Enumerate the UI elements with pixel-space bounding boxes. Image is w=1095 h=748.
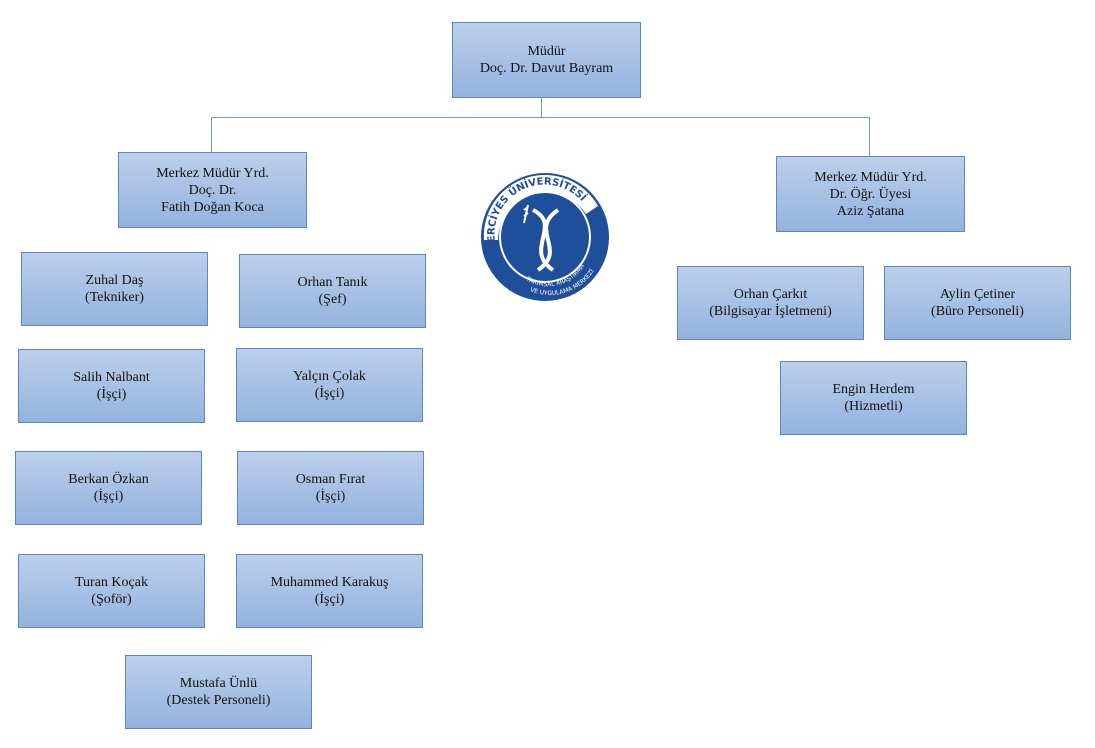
staff-role: (Destek Personeli) [166,693,271,708]
deputy-degree: Dr. Öğr. Üyesi [829,186,912,202]
staff-name: Engin Herdem [832,382,915,397]
deputy-title: Merkez Müdür Yrd. [814,169,927,185]
staff-name: Orhan Çarkıt [733,287,808,302]
staff-box: Salih Nalbant (İşçi) [18,349,205,423]
staff-role: (Şoför) [91,592,132,607]
staff-box: Zuhal Daş (Tekniker) [21,252,208,326]
connector [211,117,870,118]
staff-name: Salih Nalbant [73,370,150,385]
connector [541,98,542,117]
staff-name: Mustafa Ünlü [179,676,258,691]
staff-name: Turan Koçak [75,575,148,590]
logo-band [483,174,598,240]
staff-name: Aylin Çetiner [939,287,1016,302]
staff-box: Berkan Özkan (İşçi) [15,451,202,525]
staff-role: (Hizmetli) [844,399,903,414]
staff-name: Yalçın Çolak [293,369,366,384]
staff-box: Orhan Tanık (Şef) [239,254,426,328]
university-logo: ERCİYES ÜNİVERSİTESİ TARIMSAL ARAŞTIRMA … [481,173,609,301]
staff-role: (İşçi) [93,489,124,504]
deputy-name: Aziz Şatana [836,203,905,219]
staff-name: Zuhal Daş [85,273,144,288]
staff-box: Aylin Çetiner (Büro Personeli) [884,266,1071,340]
deputy-name: Fatih Doğan Koca [161,199,264,215]
staff-box: Turan Koçak (Şoför) [18,554,205,628]
wheat-icon [523,204,529,224]
deputy-title: Merkez Müdür Yrd. [156,165,269,181]
deputy-right-box: Merkez Müdür Yrd. Dr. Öğr. Üyesi Aziz Şa… [776,156,965,232]
staff-role: (Tekniker) [85,290,144,305]
staff-box: Orhan Çarkıt (Bilgisayar İşletmeni) [677,266,864,340]
staff-role: (Bilgisayar İşletmeni) [709,304,832,319]
staff-role: (İşçi) [315,489,346,504]
director-name: Doç. Dr. Davut Bayram [479,61,614,76]
staff-role: (İşçi) [314,386,345,401]
staff-role: (İşçi) [314,592,345,607]
connector [211,117,212,152]
staff-role: (Büro Personeli) [931,304,1024,319]
director-box: Müdür Doç. Dr. Davut Bayram [452,22,641,98]
staff-box: Mustafa Ünlü (Destek Personeli) [125,655,312,729]
director-title: Müdür [527,44,566,59]
connector [869,117,870,156]
staff-name: Berkan Özkan [68,472,149,487]
staff-name: Osman Fırat [295,472,366,487]
staff-box: Osman Fırat (İşçi) [237,451,424,525]
dna-icon [531,208,560,272]
staff-box: Yalçın Çolak (İşçi) [236,348,423,422]
deputy-left-box: Merkez Müdür Yrd. Doç. Dr. Fatih Doğan K… [118,152,307,228]
staff-name: Muhammed Karakuş [270,575,389,590]
staff-role: (Şef) [318,292,347,307]
deputy-degree: Doç. Dr. [188,182,237,198]
staff-role: (İşçi) [96,387,127,402]
staff-box: Muhammed Karakuş (İşçi) [236,554,423,628]
staff-box: Engin Herdem (Hizmetli) [780,361,967,435]
staff-name: Orhan Tanık [297,275,368,290]
